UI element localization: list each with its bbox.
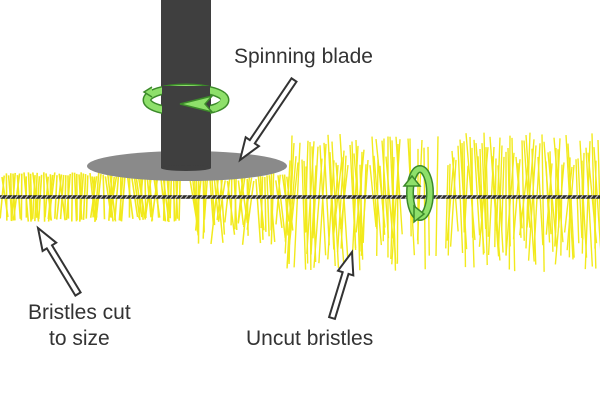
bristle bbox=[383, 139, 384, 242]
shaft-base bbox=[161, 165, 211, 171]
bristle bbox=[495, 159, 496, 248]
twisted-wire-core bbox=[0, 196, 600, 199]
uncut-bristles-label: Uncut bristles bbox=[246, 326, 373, 352]
bristle bbox=[542, 134, 544, 271]
bristle bbox=[377, 160, 378, 256]
cut-bristles-pointer-arrow bbox=[38, 228, 81, 296]
bristle bbox=[265, 177, 266, 232]
spinning-blade-label: Spinning blade bbox=[234, 44, 373, 70]
spinning-blade-pointer-arrow bbox=[240, 78, 297, 160]
bristle bbox=[267, 175, 269, 236]
bristles-cut-label-line1: Bristles cut bbox=[28, 300, 131, 326]
bristles-group bbox=[0, 133, 600, 272]
bristle bbox=[225, 179, 230, 222]
bristle bbox=[472, 148, 473, 238]
bristle bbox=[561, 165, 562, 256]
bristles-cut-label-line2: to size bbox=[28, 326, 131, 352]
bristles-cut-to-size-label: Bristles cut to size bbox=[28, 300, 131, 352]
shaft-rotation-arrow-icon bbox=[144, 86, 225, 126]
bristle bbox=[502, 157, 504, 230]
bristle bbox=[464, 141, 465, 267]
bristle bbox=[231, 176, 232, 226]
uncut-bristles-pointer-arrow bbox=[329, 252, 353, 319]
